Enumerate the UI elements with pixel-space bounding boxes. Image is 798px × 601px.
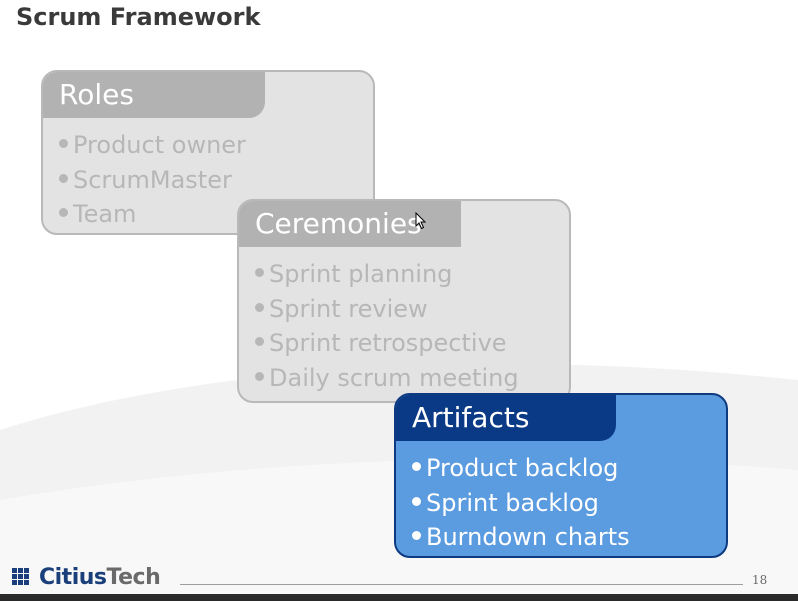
roles-item-label: Product owner xyxy=(73,131,246,159)
ceremonies-header: Ceremonies xyxy=(239,201,461,247)
logo-text-citius: Citius xyxy=(39,564,107,590)
roles-item-label: Team xyxy=(73,200,137,228)
roles-item: ScrumMaster xyxy=(59,163,246,198)
bullet-icon xyxy=(59,139,68,148)
artifacts-header: Artifacts xyxy=(396,395,616,441)
bullet-icon xyxy=(255,371,264,381)
company-logo: CitiusTech xyxy=(12,564,161,590)
bullet-icon xyxy=(412,496,421,506)
ceremonies-item-label: Sprint retrospective xyxy=(269,329,507,357)
mouse-cursor-icon xyxy=(415,212,427,230)
ceremonies-item-label: Sprint review xyxy=(269,294,428,323)
artifacts-item: Sprint backlog xyxy=(412,486,630,521)
ceremonies-list: Sprint planning Sprint review Sprint ret… xyxy=(255,257,519,395)
ceremonies-item-label: Daily scrum meeting xyxy=(269,363,519,392)
ceremonies-item: Sprint review xyxy=(255,292,519,327)
artifacts-item-label: Burndown charts xyxy=(426,523,630,551)
bullet-icon xyxy=(255,337,264,346)
artifacts-item: Product backlog xyxy=(412,451,630,486)
logo-text-tech: Tech xyxy=(106,564,161,590)
citiustech-logo-icon xyxy=(12,568,32,586)
artifacts-item-label: Product backlog xyxy=(426,454,619,482)
roles-list: Product owner ScrumMaster Team xyxy=(59,128,246,232)
page-number: 18 xyxy=(752,573,768,587)
ceremonies-item: Sprint planning xyxy=(255,257,519,292)
artifacts-box[interactable]: Artifacts Product backlog Sprint backlog… xyxy=(394,393,728,558)
bullet-icon xyxy=(59,173,68,183)
roles-item-label: ScrumMaster xyxy=(73,165,232,194)
artifacts-item: Burndown charts xyxy=(412,520,630,555)
ceremonies-item: Daily scrum meeting xyxy=(255,361,519,396)
ceremonies-box[interactable]: Ceremonies Sprint planning Sprint review… xyxy=(237,199,571,403)
artifacts-list: Product backlog Sprint backlog Burndown … xyxy=(412,451,630,555)
roles-header: Roles xyxy=(43,72,265,118)
ceremonies-item-label: Sprint planning xyxy=(269,260,453,288)
bullet-icon xyxy=(255,302,264,312)
window-bottom-bar xyxy=(0,594,798,601)
slide-title: Scrum Framework xyxy=(16,3,261,31)
roles-item: Product owner xyxy=(59,128,246,163)
artifacts-item-label: Sprint backlog xyxy=(426,488,599,517)
bullet-icon xyxy=(255,268,264,277)
bullet-icon xyxy=(412,462,421,471)
logo-text: CitiusTech xyxy=(39,564,161,590)
bullet-icon xyxy=(59,208,68,217)
roles-item: Team xyxy=(59,197,246,232)
footer-divider xyxy=(180,584,743,585)
ceremonies-item: Sprint retrospective xyxy=(255,326,519,361)
bullet-icon xyxy=(412,531,421,540)
